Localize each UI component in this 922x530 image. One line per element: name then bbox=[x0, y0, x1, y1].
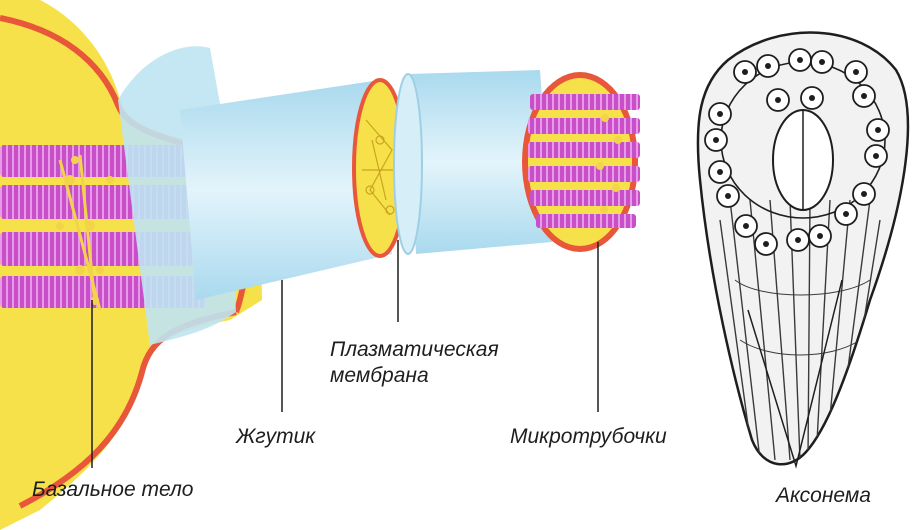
label-microtubules: Микротрубочки bbox=[510, 425, 667, 449]
flagellum-segment bbox=[394, 70, 640, 254]
label-basal-body: Базальное тело bbox=[32, 478, 194, 502]
flagellum-sheath bbox=[118, 46, 406, 345]
axoneme-illustration bbox=[698, 33, 908, 465]
label-plasma-membrane-line2: мембрана bbox=[330, 364, 429, 388]
label-plasma-membrane-line1: Плазматическая bbox=[330, 338, 499, 362]
label-flagellum: Жгутик bbox=[236, 425, 315, 449]
label-axoneme: Аксонема bbox=[776, 484, 871, 508]
